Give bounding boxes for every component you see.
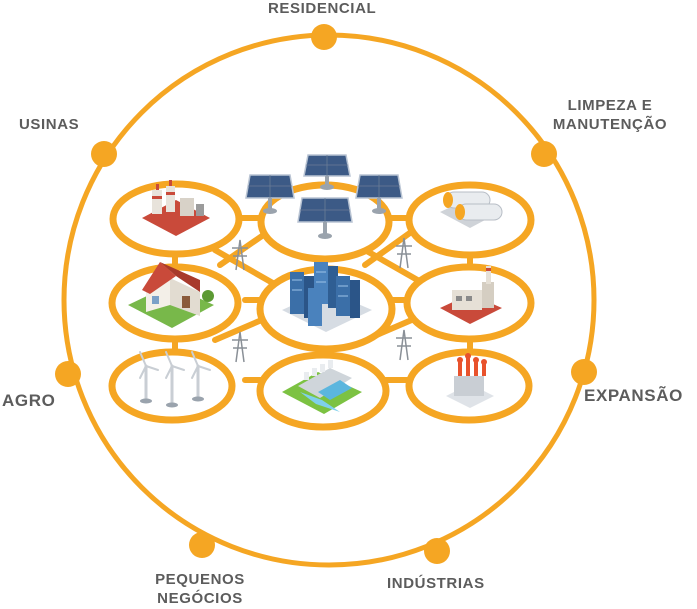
dot-usinas bbox=[91, 141, 117, 167]
transmission-tower-icon bbox=[232, 237, 412, 363]
label-usinas: USINAS bbox=[19, 116, 80, 133]
label-pequenos-negocios: PEQUENOS NEGÓCIOS bbox=[140, 570, 260, 608]
dam-icon bbox=[282, 360, 362, 414]
label-pequenos-line1: PEQUENOS bbox=[155, 571, 245, 588]
label-industrias: INDÚSTRIAS bbox=[387, 575, 485, 592]
ring-dots bbox=[55, 24, 597, 564]
solar-panel-icon bbox=[245, 154, 403, 239]
dot-industrias bbox=[424, 538, 450, 564]
gas-tank-icon bbox=[440, 191, 503, 228]
server-rack-icon bbox=[282, 262, 372, 332]
house-icon bbox=[128, 262, 214, 328]
label-limpeza-manutencao: LIMPEZA E MANUTENÇÃO bbox=[540, 96, 680, 134]
substation-icon bbox=[446, 353, 494, 408]
dot-pequenos bbox=[189, 532, 215, 558]
factory-icon bbox=[440, 266, 502, 324]
dot-expansao bbox=[571, 359, 597, 385]
dot-limpeza bbox=[531, 141, 557, 167]
label-agro: AGRO bbox=[2, 391, 56, 410]
wind-turbine-bases bbox=[140, 396, 204, 408]
label-limpeza-line1: LIMPEZA E bbox=[567, 97, 653, 114]
wind-turbine-icon bbox=[139, 351, 211, 406]
dot-residencial bbox=[311, 24, 337, 50]
dot-agro bbox=[55, 361, 81, 387]
label-pequenos-line2: NEGÓCIOS bbox=[157, 590, 243, 607]
label-expansao: EXPANSÃO bbox=[584, 386, 683, 405]
power-plant-icon bbox=[142, 180, 210, 236]
label-limpeza-line2: MANUTENÇÃO bbox=[552, 116, 668, 133]
label-residencial: RESIDENCIAL bbox=[268, 0, 377, 17]
